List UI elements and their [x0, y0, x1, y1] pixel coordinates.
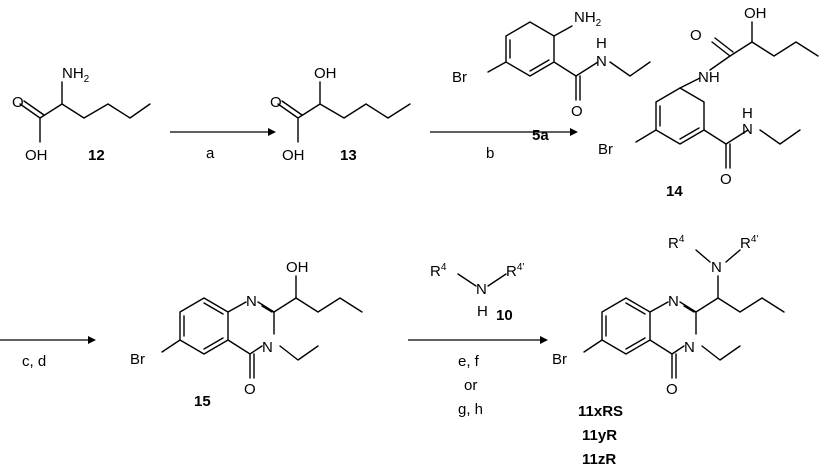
condition-a: a: [206, 145, 215, 162]
compound-label-12: 12: [88, 147, 105, 164]
atom-o: O: [571, 103, 583, 120]
condition-gh: g, h: [458, 401, 483, 418]
atom-r4prime: R4': [740, 234, 758, 252]
compound-15-structure: OH N N O Br 15: [130, 259, 363, 410]
condition-b: b: [486, 145, 494, 162]
atom-n: N: [246, 293, 257, 310]
atom-r4: R4: [668, 234, 685, 252]
atom-nh2: NH2: [62, 65, 90, 85]
compound-5a-structure: NH2 Br H N O 5a: [452, 9, 651, 144]
arrow-step-b: b: [430, 128, 578, 162]
compound-label-11xRS: 11xRS: [578, 403, 623, 420]
atom-o: O: [12, 94, 24, 111]
compound-label-13: 13: [340, 147, 357, 164]
atom-br: Br: [552, 351, 567, 368]
compound-14-structure: OH O NH Br H N O 14: [598, 5, 819, 200]
compound-11-structure: R4 N R4' N N O Br 11xRS 11yR 11zR: [552, 234, 785, 466]
compound-label-14: 14: [666, 183, 683, 200]
atom-oh: OH: [744, 5, 767, 22]
atom-r4prime: R4': [506, 262, 524, 280]
atom-oh: OH: [282, 147, 305, 164]
compound-13-structure: O OH OH 13: [270, 65, 411, 164]
atom-oh: OH: [286, 259, 309, 276]
atom-nh2: NH2: [574, 9, 602, 29]
atom-n: N: [668, 293, 679, 310]
atom-n: N: [742, 121, 753, 138]
compound-12-structure: O OH NH2 12: [12, 65, 151, 164]
compound-label-15: 15: [194, 393, 211, 410]
atom-br: Br: [452, 69, 467, 86]
arrow-step-cd: c, d: [0, 336, 96, 370]
atom-r4: R4: [430, 262, 447, 280]
atom-h: H: [477, 303, 488, 320]
atom-oh: OH: [25, 147, 48, 164]
atom-br: Br: [598, 141, 613, 158]
atom-h: H: [596, 35, 607, 52]
condition-cd: c, d: [22, 353, 46, 370]
atom-o: O: [690, 27, 702, 44]
compound-10-structure: R4 N H R4' 10: [430, 262, 524, 324]
compound-label-5a: 5a: [532, 127, 549, 144]
atom-n: N: [476, 281, 487, 298]
atom-oh: OH: [314, 65, 337, 82]
atom-br: Br: [130, 351, 145, 368]
atom-n: N: [596, 53, 607, 70]
atom-o: O: [244, 381, 256, 398]
atom-n: N: [711, 259, 722, 276]
condition-or: or: [464, 377, 477, 394]
arrow-step-efgh: e, f or g, h: [408, 336, 548, 418]
condition-ef: e, f: [458, 353, 480, 370]
atom-n: N: [262, 339, 273, 356]
compound-label-10: 10: [496, 307, 513, 324]
compound-label-11zR: 11zR: [582, 451, 616, 466]
compound-label-11yR: 11yR: [582, 427, 617, 444]
arrow-step-a: a: [170, 128, 276, 162]
atom-h: H: [742, 105, 753, 122]
atom-o: O: [666, 381, 678, 398]
atom-o: O: [270, 94, 282, 111]
atom-nh: NH: [698, 69, 720, 86]
atom-n: N: [684, 339, 695, 356]
atom-o: O: [720, 171, 732, 188]
